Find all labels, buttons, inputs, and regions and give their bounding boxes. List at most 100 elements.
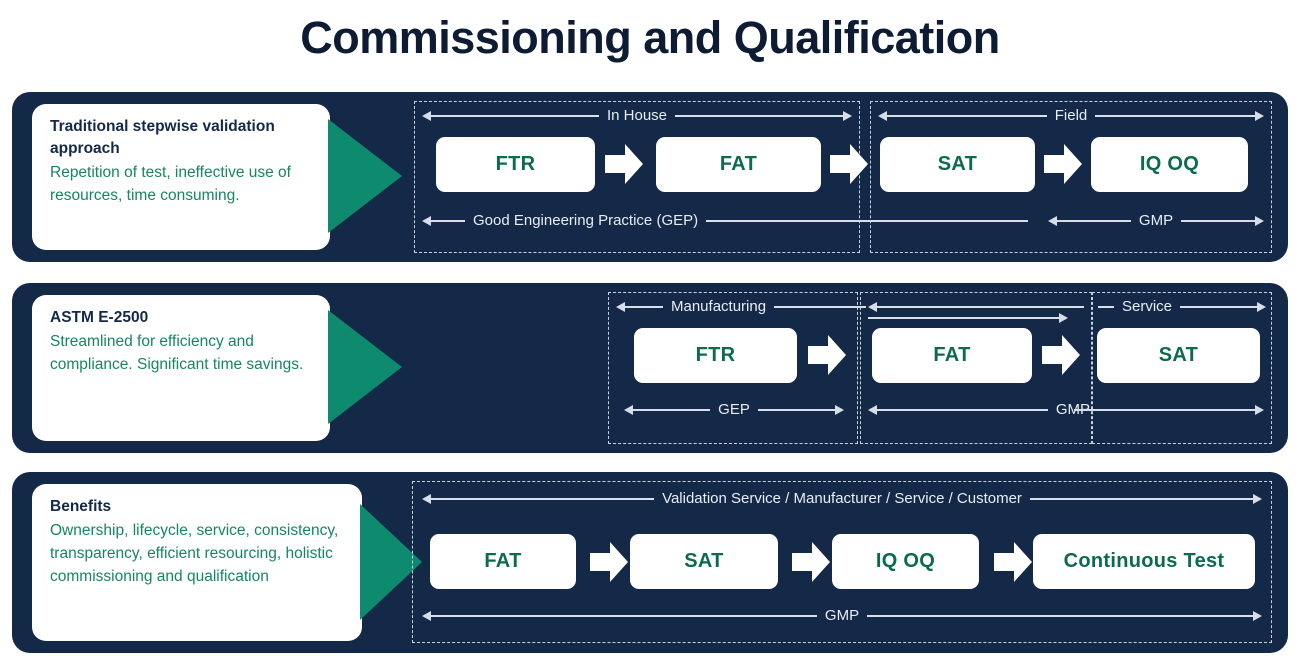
stage-box-iq-oq[interactable]: IQ OQ [832,534,979,589]
callout-body: Repetition of test, ineffective use of r… [50,164,291,204]
flow-arrow-icon [830,144,868,184]
flow-arrow-icon [994,542,1032,582]
callout-body: Ownership, lifecycle, service, consisten… [50,522,339,585]
callout-card-benefits: Benefits Ownership, lifecycle, service, … [32,484,362,641]
arrow-line [877,306,1084,308]
arrow-head-right-icon [1255,111,1265,121]
page-title: Commissioning and Qualification [300,12,1000,63]
flow-arrow-icon [590,542,628,582]
arrow-head-right-icon [1059,313,1068,323]
span-arrow-label: GMP [1138,212,1174,229]
callout-title: Benefits [50,498,112,515]
flow-arrow-icon [1042,335,1080,375]
flow-arrow-icon [792,542,830,582]
arrow-head-left-icon [422,494,431,504]
callout-title: Traditional stepwise validation approach [50,118,275,157]
stage-box-ftr[interactable]: FTR [634,328,797,383]
span-arrow-gmp: GMP [1048,210,1265,232]
arrow-line [431,615,817,617]
arrow-head-left-icon [616,302,625,312]
arrow-line [877,409,1048,411]
span-arrow-label: Validation Service / Manufacturer / Serv… [662,490,1022,507]
callout-body: Streamlined for efficiency and complianc… [50,333,304,373]
arrow-head-left-icon [868,405,877,415]
arrow-head-right-icon [1257,302,1266,312]
arrow-head-left-icon [624,405,633,415]
span-arrow-manufacturing: Manufacturing [616,296,866,318]
arrow-line [1057,220,1131,222]
stage-box-continuous-test[interactable]: Continuous Test [1033,534,1255,589]
span-arrow-label: Good Engineering Practice (GEP) [473,212,699,229]
stage-box-iq-oq[interactable]: IQ OQ [1091,137,1248,192]
stage-box-sat[interactable]: SAT [630,534,778,589]
arrow-line [1029,498,1253,500]
span-arrow-label: In House [606,107,668,124]
stage-box-sat[interactable]: SAT [1097,328,1260,383]
span-arrow-manufacturing-continued [868,296,1084,318]
section-in-house [414,101,860,253]
callout-card-astm: ASTM E-2500 Streamlined for efficiency a… [32,295,330,441]
span-arrow-gmp: GMP [868,399,1108,421]
span-arrow-gmp-continued [1074,399,1264,421]
span-arrow-label: GMP [824,607,860,624]
flow-arrow-icon [605,144,643,184]
span-arrow-validation-service: Validation Service / Manufacturer / Serv… [422,488,1262,510]
arrow-head-left-icon [422,216,431,226]
span-arrow-gep: GEP [624,399,844,421]
teal-chevron-icon [328,310,402,424]
teal-chevron-icon [360,504,422,620]
arrow-head-left-icon [1048,216,1057,226]
arrow-line [887,115,1047,117]
arrow-line [1098,306,1114,308]
span-arrow-label: Field [1054,107,1088,124]
arrow-head-right-icon [1253,494,1262,504]
arrow-head-left-icon [868,302,877,312]
section-field [870,101,1272,253]
arrow-head-right-icon [1255,216,1265,226]
flow-arrow-icon [808,335,846,375]
arrow-line [868,317,1059,319]
arrow-head-left-icon [878,111,887,121]
arrow-line [1074,409,1255,411]
arrow-line [1181,220,1256,222]
span-arrow-label: Service [1122,298,1173,315]
stage-box-fat[interactable]: FAT [430,534,576,589]
arrow-line [633,409,711,411]
arrow-line [625,306,663,308]
stage-box-sat[interactable]: SAT [880,137,1035,192]
panel-traditional-approach: Traditional stepwise validation approach… [12,92,1288,262]
arrow-line [431,498,655,500]
span-arrow-gmp: GMP [422,605,1263,627]
section-service [1092,292,1272,444]
arrow-line [431,115,599,117]
arrow-line [1095,115,1256,117]
arrow-line [867,615,1254,617]
arrow-head-right-icon [1253,611,1263,621]
span-arrow-gep: Good Engineering Practice (GEP) [422,210,1028,232]
span-arrow-field: Field [878,105,1265,127]
span-arrow-in-house: In House [422,105,853,127]
arrow-head-left-icon [422,111,431,121]
callout-card-traditional: Traditional stepwise validation approach… [32,104,330,250]
arrow-head-right-icon [843,111,853,121]
section-fat [860,292,1092,444]
arrow-line [706,220,1028,222]
flow-arrow-icon [1044,144,1082,184]
stage-box-fat[interactable]: FAT [872,328,1032,383]
span-arrow-manufacturing-end [868,307,1068,329]
panel-benefits: Benefits Ownership, lifecycle, service, … [12,472,1288,653]
arrow-line [1180,306,1257,308]
callout-title: ASTM E-2500 [50,309,149,326]
section-manufacturing [608,292,858,444]
arrow-line [774,306,866,308]
stage-box-ftr[interactable]: FTR [436,137,595,192]
stage-box-fat[interactable]: FAT [656,137,821,192]
arrow-line [431,220,465,222]
teal-chevron-icon [328,119,402,233]
arrow-head-left-icon [422,611,431,621]
arrow-head-right-icon [1255,405,1264,415]
span-arrow-label: GEP [718,401,750,418]
section-validation-lifecycle [412,481,1272,643]
arrow-line [757,409,835,411]
span-arrow-label: Manufacturing [671,298,767,315]
